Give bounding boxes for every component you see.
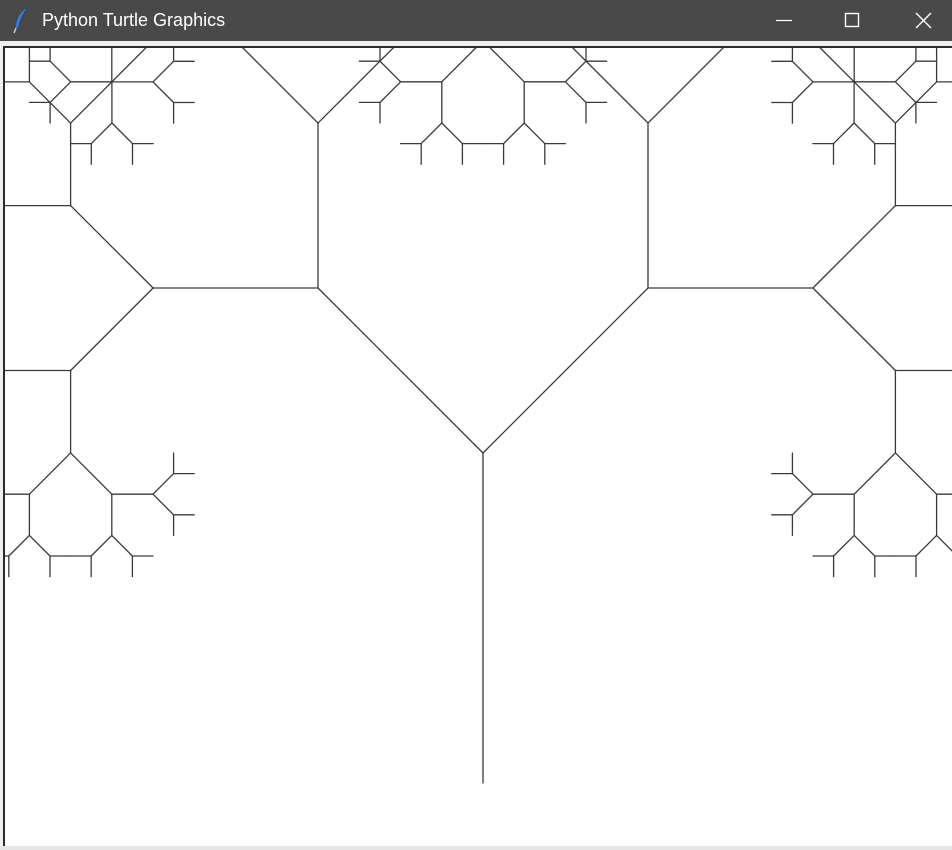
tree-branch bbox=[523, 122, 546, 145]
maximize-button[interactable] bbox=[818, 0, 888, 41]
minimize-icon bbox=[776, 19, 792, 22]
tree-branch bbox=[791, 493, 814, 516]
tree-branch bbox=[791, 60, 814, 83]
window-title: Python Turtle Graphics bbox=[42, 10, 226, 30]
tree-branch bbox=[832, 534, 855, 557]
tree-branch bbox=[915, 534, 938, 557]
tree-branch bbox=[853, 452, 897, 495]
python-feather-icon bbox=[10, 6, 32, 34]
title-bar[interactable]: Python Turtle Graphics bbox=[0, 0, 952, 41]
turtle-canvas[interactable] bbox=[3, 46, 952, 848]
tree-branch bbox=[441, 122, 464, 145]
tree-branch bbox=[819, 48, 855, 83]
tree-branch bbox=[853, 534, 876, 557]
tree-branch bbox=[90, 122, 113, 145]
window-bottom-edge bbox=[0, 846, 952, 850]
tree-branch bbox=[69, 81, 113, 124]
tree-branch bbox=[69, 287, 154, 372]
tree-branch bbox=[379, 60, 402, 83]
tree-branch bbox=[812, 287, 897, 372]
tree-branch bbox=[49, 81, 72, 104]
tree-branch bbox=[791, 472, 814, 495]
tree-branch bbox=[28, 452, 72, 495]
fractal-tree-drawing bbox=[5, 48, 952, 784]
tree-branch bbox=[111, 534, 134, 557]
close-button[interactable] bbox=[888, 0, 952, 41]
tree-branch bbox=[502, 122, 525, 145]
tree-branch bbox=[152, 493, 175, 516]
tree-branch bbox=[571, 48, 649, 124]
tree-branch bbox=[111, 48, 147, 83]
tree-branch bbox=[832, 122, 855, 145]
tree-branch bbox=[812, 204, 897, 289]
close-icon bbox=[915, 12, 932, 29]
tree-branch bbox=[564, 60, 587, 83]
tree-branch bbox=[647, 48, 724, 124]
tree-branch bbox=[894, 81, 917, 104]
tree-branch bbox=[152, 81, 175, 104]
tree-branch bbox=[379, 81, 402, 104]
tree-branch bbox=[420, 122, 443, 145]
tree-branch bbox=[8, 534, 31, 557]
tree-branch bbox=[69, 204, 154, 289]
tree-branch bbox=[152, 60, 175, 83]
tree-branch bbox=[441, 48, 477, 83]
tree-branch bbox=[242, 48, 319, 124]
tree-branch bbox=[853, 122, 876, 145]
tree-branch bbox=[489, 48, 525, 83]
tree-branch bbox=[894, 81, 938, 124]
tree-branch bbox=[853, 81, 897, 124]
tree-branch bbox=[564, 81, 587, 104]
tree-branch bbox=[317, 48, 395, 124]
tree-branch bbox=[49, 60, 72, 83]
tree-branch bbox=[935, 534, 952, 552]
tree-branch bbox=[69, 452, 113, 495]
tree-branch bbox=[152, 472, 175, 495]
minimize-button[interactable] bbox=[749, 0, 819, 41]
tree-branch bbox=[894, 452, 938, 495]
tree-branch bbox=[791, 81, 814, 104]
tree-branch bbox=[90, 534, 113, 557]
tree-branch bbox=[894, 60, 917, 83]
tree-branch bbox=[111, 122, 134, 145]
tree-branch bbox=[317, 287, 484, 454]
tree-branch bbox=[482, 287, 649, 454]
maximize-icon bbox=[844, 12, 860, 28]
tree-branch bbox=[28, 534, 51, 557]
